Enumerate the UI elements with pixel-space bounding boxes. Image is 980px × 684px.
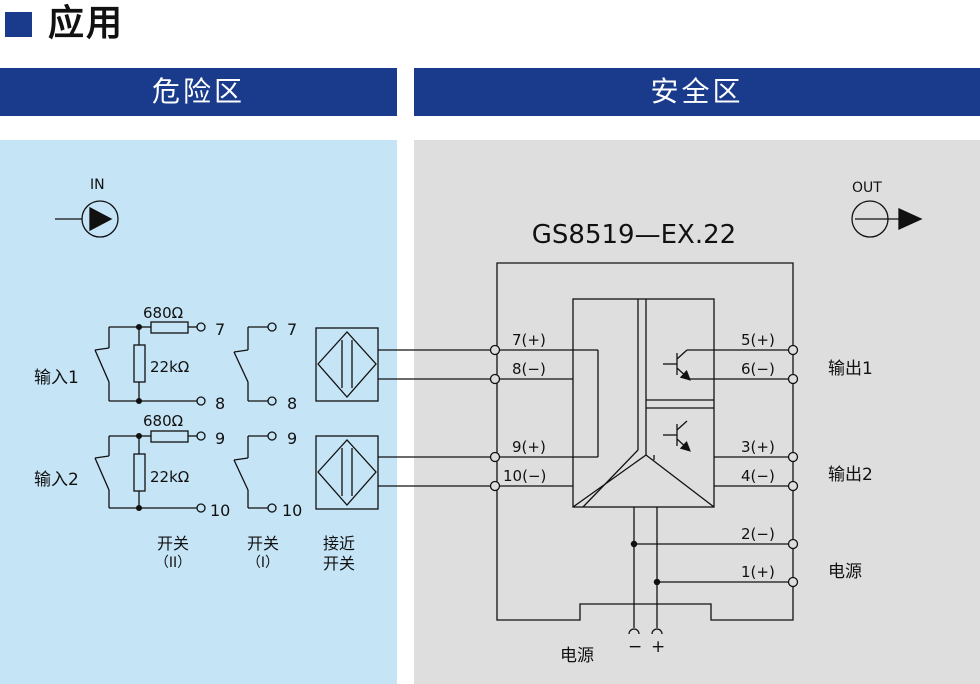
supply-minus: − (628, 637, 642, 657)
output2-label: 输出2 (828, 465, 873, 485)
proximity-sensor-bottom (315, 435, 379, 510)
prox-switch-label: 接近 (323, 534, 355, 553)
input2-switch-circuit (94, 430, 206, 513)
isolator-device (489, 262, 799, 635)
hazardous-zone-banner: 危险区 (0, 68, 397, 116)
switch-i-top (233, 322, 277, 406)
t7-b: 7 (287, 320, 297, 339)
input1-label: 输入1 (34, 368, 79, 388)
switch-i-label: 开关 (247, 534, 279, 553)
switch-ii-label: 开关 (157, 534, 189, 553)
input2-label: 输入2 (34, 470, 79, 490)
dev-t6: 6(−) (741, 360, 775, 378)
t8-a: 8 (215, 394, 225, 413)
resistor-22k-2: 22kΩ (150, 468, 189, 486)
dev-t8: 8(−) (512, 360, 546, 378)
t8-b: 8 (287, 394, 297, 413)
t10-b: 10 (282, 501, 302, 520)
section-marker (5, 12, 32, 37)
dev-t2: 2(−) (741, 525, 775, 543)
input1-switch-circuit (94, 321, 206, 406)
section-title: 应用 (48, 3, 125, 44)
safe-zone-panel (414, 140, 980, 684)
dev-t9: 9(+) (512, 438, 546, 456)
supply-plus: + (651, 637, 665, 657)
resistor-680-1: 680Ω (143, 304, 183, 322)
proximity-sensor-top (315, 327, 379, 402)
dev-t10: 10(−) (503, 467, 546, 485)
switch-i-sub: （I） (247, 555, 279, 571)
in-label: IN (90, 177, 105, 193)
dev-t5: 5(+) (741, 331, 775, 349)
output-arrow-icon (851, 200, 923, 238)
dev-t7: 7(+) (512, 331, 546, 349)
switch-ii-sub: （II） (155, 555, 191, 571)
t7-a: 7 (215, 320, 225, 339)
resistor-680-2: 680Ω (143, 412, 183, 430)
t10-a: 10 (210, 501, 230, 520)
hazardous-zone-panel (0, 140, 397, 684)
t9-a: 9 (215, 429, 225, 448)
resistor-22k-1: 22kΩ (150, 358, 189, 376)
switch-i-bottom (233, 431, 277, 513)
power-label-bottom: 电源 (560, 646, 594, 666)
prox-switch-sub: 开关 (323, 554, 355, 573)
dev-t3: 3(+) (741, 438, 775, 456)
power-label-right: 电源 (828, 562, 862, 582)
output1-label: 输出1 (828, 359, 873, 379)
dev-t1: 1(+) (741, 563, 775, 581)
input-arrow-icon (55, 200, 119, 238)
safe-zone-banner: 安全区 (414, 68, 980, 116)
dev-t4: 4(−) (741, 467, 775, 485)
t9-b: 9 (287, 429, 297, 448)
model-label: GS8519—EX.22 (532, 220, 736, 250)
out-label: OUT (852, 180, 882, 196)
